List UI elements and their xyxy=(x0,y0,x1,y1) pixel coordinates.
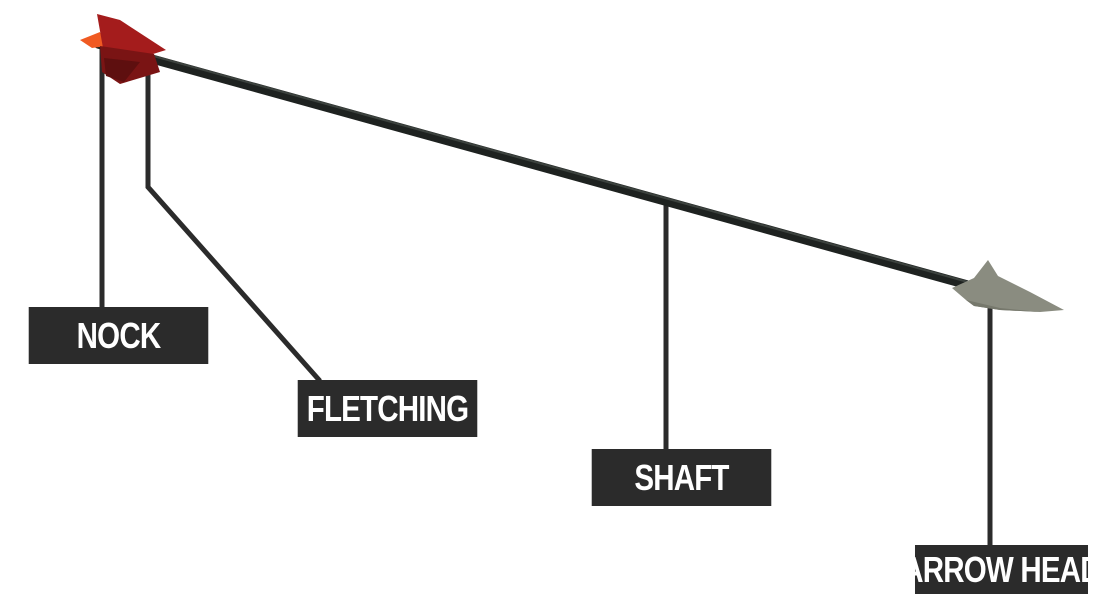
arrow-head-blade xyxy=(952,260,1064,312)
fletching-shadow xyxy=(104,58,140,82)
label-shaft: SHAFT xyxy=(591,449,772,506)
arrow-head-shade xyxy=(966,300,1040,312)
fletching xyxy=(80,14,166,84)
arrow-shaft xyxy=(93,39,980,292)
nock-tip xyxy=(80,32,106,48)
arrow-head xyxy=(952,260,1064,312)
label-nock: NOCK xyxy=(28,307,209,364)
fletching-upper-vane xyxy=(97,14,166,58)
label-arrow-head: ARROW HEAD xyxy=(902,545,1102,594)
arrow-shaft-highlight xyxy=(109,43,976,285)
label-nock-text: NOCK xyxy=(76,314,161,356)
label-shaft-text: SHAFT xyxy=(634,456,729,498)
label-arrow-head-text: ARROW HEAD xyxy=(902,548,1101,590)
label-fletching-text: FLETCHING xyxy=(306,387,469,429)
leader-line-fletching xyxy=(145,74,322,383)
label-fletching: FLETCHING xyxy=(297,380,478,437)
